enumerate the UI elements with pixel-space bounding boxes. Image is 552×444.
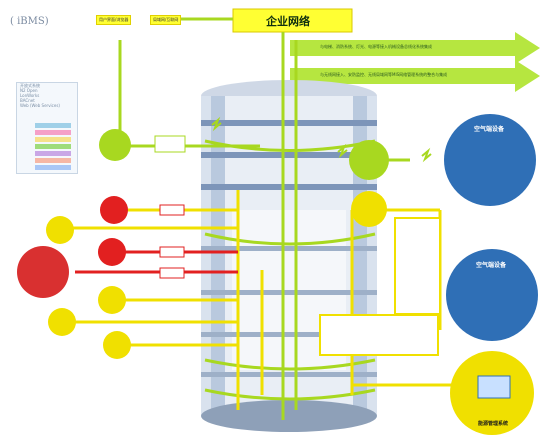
arrow2-text: 与无线网接入、安防监控、无线局域网等MIS网络管理系统的整合与集成: [320, 72, 448, 77]
right-top-title: 空气端设备: [474, 126, 505, 133]
right-bottom-title: 空气端设备: [476, 262, 507, 269]
legend-swatch-3: [35, 137, 71, 142]
lightning-icon-2: [337, 143, 348, 159]
legend-swatch-1: [35, 123, 71, 128]
banner-main-label: 企业网络: [266, 15, 310, 28]
banner-left-tag-2: 局域网/互联网: [150, 15, 182, 25]
circle-blue-top: [444, 114, 536, 206]
circle-controller-2: [98, 238, 126, 266]
circle-server-1: [48, 308, 76, 336]
circle-computer-1: [99, 129, 131, 161]
banner-shape: [232, 8, 353, 33]
panel-right-devices: [394, 217, 441, 315]
arrow-shape-2: [290, 60, 540, 92]
box-left-4: [159, 267, 185, 279]
energy-title: 能源管理系统: [478, 421, 509, 427]
legend-swatch-7: [35, 165, 71, 170]
legend-swatch-2: [35, 130, 71, 135]
arrow1-text: 与电梯、消防系统、灯光、电源等接入机械设备总线化系统集成: [320, 44, 432, 49]
legend-line-4: BACnet: [20, 98, 35, 103]
banner-left-tag: 用户界面/浏览器: [96, 15, 132, 25]
legend-panel: 开放式系统 N2 Open LonWorks BACnet Web (Web S…: [16, 82, 78, 174]
circle-right-top: [349, 140, 389, 180]
energy-computer-icon: [477, 375, 511, 399]
circle-controller-1: [100, 196, 128, 224]
lightning-icon-1: [211, 116, 222, 132]
circle-server-2: [103, 331, 131, 359]
box-left-3: [159, 246, 185, 258]
box-left-2: [159, 204, 185, 216]
legend-swatch-4: [35, 144, 71, 149]
panel-right-bottom: [319, 314, 439, 356]
circle-red-group: [17, 246, 69, 298]
circle-blue-bottom: [446, 249, 538, 341]
diagram-title: ( iBMS): [10, 16, 49, 27]
legend-line-1: 开放式系统: [20, 83, 40, 88]
box-left-1: [154, 135, 186, 153]
circle-computer-2: [46, 216, 74, 244]
legend-line-2: N2 Open: [20, 88, 38, 93]
arrow-shape-1: [290, 32, 540, 64]
circle-right-controller: [351, 191, 387, 227]
legend-line-5: Web (Web Services): [20, 103, 60, 108]
legend-line-3: LonWorks: [20, 93, 40, 98]
lightning-icon-3: [421, 147, 432, 163]
legend-swatch-5: [35, 151, 71, 156]
circle-controller-3: [98, 286, 126, 314]
legend-swatch-6: [35, 158, 71, 163]
